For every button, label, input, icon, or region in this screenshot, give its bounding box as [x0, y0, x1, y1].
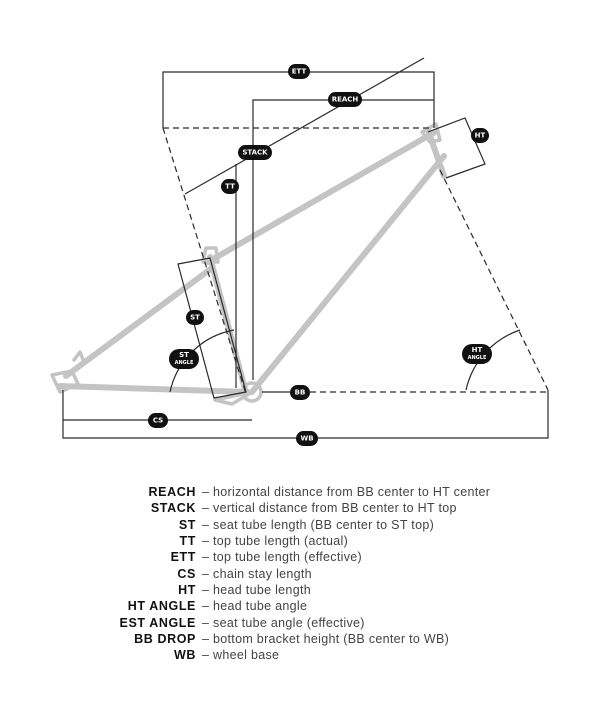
- dimension-lines: [62, 57, 549, 439]
- legend-row-ht-angle: HT ANGLE – head tube angle: [0, 598, 600, 614]
- legend-desc: – bottom bracket height (BB center to WB…: [202, 631, 450, 646]
- seat-stay: [63, 265, 215, 379]
- legend-desc: – horizontal distance from BB center to …: [202, 485, 491, 500]
- legend-desc: – chain stay length: [202, 566, 312, 581]
- stack-pill: STACK: [238, 145, 272, 160]
- legend-desc: – seat tube length (BB center to ST top): [202, 517, 435, 532]
- reach-line: [252, 99, 434, 380]
- svg-text:HT: HT: [475, 132, 486, 140]
- svg-text:WB: WB: [300, 435, 313, 443]
- tt-line: [184, 57, 425, 195]
- svg-text:REACH: REACH: [332, 96, 359, 104]
- legend-row-ett: ETT – top tube length (effective): [0, 549, 600, 565]
- dimension-labels: ETT REACH STACK TT HT ST ST ANGLE: [148, 64, 492, 446]
- svg-text:CS: CS: [153, 417, 163, 425]
- legend-abbr: TT: [179, 534, 196, 549]
- head-tube: [425, 127, 447, 179]
- legend-row-est-angle: EST ANGLE – seat tube angle (effective): [0, 614, 600, 630]
- svg-text:ST: ST: [179, 351, 189, 359]
- reach-pill: REACH: [328, 92, 362, 107]
- legend-row-tt: TT – top tube length (actual): [0, 533, 600, 549]
- legend-abbr: STACK: [150, 501, 196, 516]
- seat-post-clamp: [201, 246, 220, 264]
- svg-text:ANGLE: ANGLE: [468, 355, 487, 361]
- legend-desc: – head tube angle: [202, 599, 308, 614]
- legend-abbr: ST: [178, 517, 196, 532]
- legend-abbr: HT ANGLE: [127, 599, 196, 614]
- legend-abbr: CS: [177, 566, 196, 581]
- bb-hanger: [213, 390, 254, 406]
- ht-angle-reference: [439, 169, 549, 391]
- seat-angle-reference: [162, 127, 247, 395]
- ht-pill: HT: [471, 128, 489, 143]
- ett-pill: ETT: [288, 64, 310, 79]
- legend-abbr: EST ANGLE: [119, 615, 196, 630]
- legend-row-wb: WB – wheel base: [0, 647, 600, 663]
- geometry-diagram: ETT REACH STACK TT HT ST ST ANGLE: [50, 57, 549, 446]
- head-tube-gusset: [420, 122, 442, 144]
- down-tube: [249, 153, 447, 395]
- svg-text:ANGLE: ANGLE: [175, 360, 194, 366]
- legend-desc: – head tube length: [202, 582, 311, 597]
- legend-abbr: ETT: [170, 550, 196, 565]
- legend-desc: – vertical distance from BB center to HT…: [202, 501, 457, 516]
- legend-abbr: WB: [173, 648, 196, 663]
- legend-abbr: HT: [178, 582, 196, 597]
- legend-desc: – top tube length (actual): [202, 534, 349, 549]
- svg-text:ETT: ETT: [292, 68, 307, 76]
- legend-abbr: BB DROP: [134, 631, 196, 646]
- bb-pill: BB: [290, 385, 310, 400]
- svg-text:BB: BB: [295, 389, 306, 397]
- geometry-legend: REACH – horizontal distance from BB cent…: [0, 484, 600, 663]
- chain-stay: [57, 383, 251, 395]
- legend-desc: – wheel base: [202, 648, 280, 663]
- st-pill: ST: [186, 310, 204, 325]
- tt-pill: TT: [221, 179, 239, 194]
- legend-row-st: ST – seat tube length (BB center to ST t…: [0, 517, 600, 533]
- ht-angle-pill: HT ANGLE: [462, 344, 492, 364]
- legend-row-reach: REACH – horizontal distance from BB cent…: [0, 484, 600, 500]
- st-angle-pill: ST ANGLE: [169, 349, 199, 369]
- svg-text:HT: HT: [472, 346, 483, 354]
- legend-row-cs: CS – chain stay length: [0, 565, 600, 581]
- svg-text:STACK: STACK: [242, 149, 268, 157]
- legend-desc: – seat tube angle (effective): [202, 615, 365, 630]
- legend-row-bb-drop: BB DROP – bottom bracket height (BB cent…: [0, 631, 600, 647]
- legend-abbr: REACH: [148, 485, 196, 500]
- st-guide: [177, 257, 247, 399]
- top-tube: [205, 129, 438, 265]
- dropout-tab: [72, 350, 86, 364]
- cs-pill: CS: [148, 413, 168, 428]
- svg-text:TT: TT: [225, 183, 235, 191]
- wb-pill: WB: [296, 431, 318, 446]
- rear-dropout: [50, 369, 80, 394]
- bike-frame: [50, 122, 447, 406]
- legend-desc: – top tube length (effective): [202, 550, 362, 565]
- legend-row-stack: STACK – vertical distance from BB center…: [0, 500, 600, 516]
- svg-text:ST: ST: [190, 314, 200, 322]
- legend-row-ht: HT – head tube length: [0, 582, 600, 598]
